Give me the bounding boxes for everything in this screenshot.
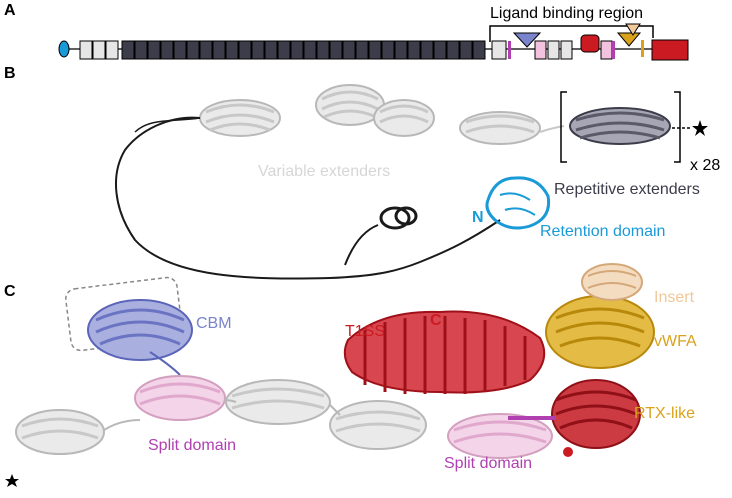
star-icon (5, 474, 19, 487)
split-domain-box (600, 40, 613, 60)
extender-box (491, 40, 507, 60)
repetitive-extender-box (472, 40, 486, 60)
variable-extenders-structure (199, 84, 565, 145)
vwfa-label: vWFA (654, 333, 697, 350)
repetitive-extender-box (316, 40, 330, 60)
repetitive-extender-box (186, 40, 200, 60)
t1ss-label: T1SS (345, 323, 385, 340)
repeat-bracket-left (560, 91, 567, 163)
repetitive-extender-box (238, 40, 252, 60)
repetitive-extender-box (433, 40, 447, 60)
linker-tail (115, 116, 501, 280)
repetitive-extender-box (147, 40, 161, 60)
variable-extenders-label: Variable extenders (258, 163, 390, 180)
repetitive-extender-box (394, 40, 408, 60)
repetitive-extender-box (134, 40, 148, 60)
repetitive-extender-box (407, 40, 421, 60)
repetitive-extender-box (173, 40, 187, 60)
t1ss-box (580, 34, 600, 53)
extender-box (560, 40, 573, 60)
repetitive-extender-boxes (121, 40, 486, 60)
extender-box (547, 40, 560, 60)
extender-structures-c (5, 379, 427, 487)
repetitive-extender-box (329, 40, 343, 60)
rtx-like-structure (551, 379, 641, 457)
split-domain-box (534, 40, 547, 60)
repetitive-extender-box (459, 40, 473, 60)
retention-domain-label: Retention domain (540, 223, 665, 240)
split-domain-left-label: Split domain (148, 437, 236, 454)
vwfa-triangle (616, 32, 642, 47)
split-domain-bar (508, 41, 511, 59)
cbm-label: CBM (196, 315, 232, 332)
insert-triangle (625, 23, 641, 36)
extender-box (105, 40, 119, 60)
repetitive-extender-box (199, 40, 213, 60)
n-terminus-label: N (472, 209, 484, 226)
repetitive-extender-box (381, 40, 395, 60)
extender-box (92, 40, 106, 60)
repetitive-extender-box (264, 40, 278, 60)
repetitive-extenders-label: Repetitive extenders (554, 181, 700, 198)
repetitive-extender-box (303, 40, 317, 60)
repetitive-extender-box (251, 40, 265, 60)
repetitive-extender-box (420, 40, 434, 60)
repeat-count: x 28 (690, 157, 720, 174)
repetitive-extender-box (342, 40, 356, 60)
repetitive-extender-box (446, 40, 460, 60)
repetitive-extender-box (212, 40, 226, 60)
repetitive-extender-box (277, 40, 291, 60)
repetitive-extender-box (225, 40, 239, 60)
split-domain-left-structure (134, 375, 226, 421)
panel-a-letter: A (4, 2, 16, 19)
rtx-like-label: RTX-like (634, 405, 695, 422)
cbm-structure (87, 299, 193, 376)
cbm-insertion-triangle (512, 32, 542, 48)
insert-label: Insert (654, 289, 695, 306)
split-domain-right-label: Split domain (444, 455, 532, 472)
retention-domain-structure (485, 176, 551, 230)
repetitive-extender-box (355, 40, 369, 60)
domain-architecture (58, 23, 689, 61)
ligand-binding-label: Ligand binding region (490, 5, 643, 22)
repetitive-extender-box (160, 40, 174, 60)
vwfa-bar (641, 40, 644, 57)
retention-domain-oval (58, 40, 70, 58)
split-domain-bar (612, 41, 615, 59)
repetitive-extender-structure (560, 91, 708, 163)
t1ss-structure (343, 310, 546, 394)
extender-box (79, 40, 93, 60)
star-icon (692, 120, 708, 136)
insert-structure (581, 263, 643, 301)
panel-b-letter: B (4, 65, 16, 82)
panel-c-letter: C (4, 283, 16, 300)
split-domain-right-structure (447, 413, 556, 459)
repetitive-extender-box (121, 40, 135, 60)
repetitive-extender-box (368, 40, 382, 60)
helix-bundle (379, 206, 418, 230)
repeat-bracket-right (674, 91, 681, 163)
rtx-like-box (651, 39, 689, 61)
repetitive-extender-box (290, 40, 304, 60)
c-terminus-label: C (430, 312, 442, 329)
vwfa-structure (545, 295, 655, 369)
ligand-binding-bracket (489, 25, 654, 42)
variable-extender-boxes (79, 40, 119, 60)
